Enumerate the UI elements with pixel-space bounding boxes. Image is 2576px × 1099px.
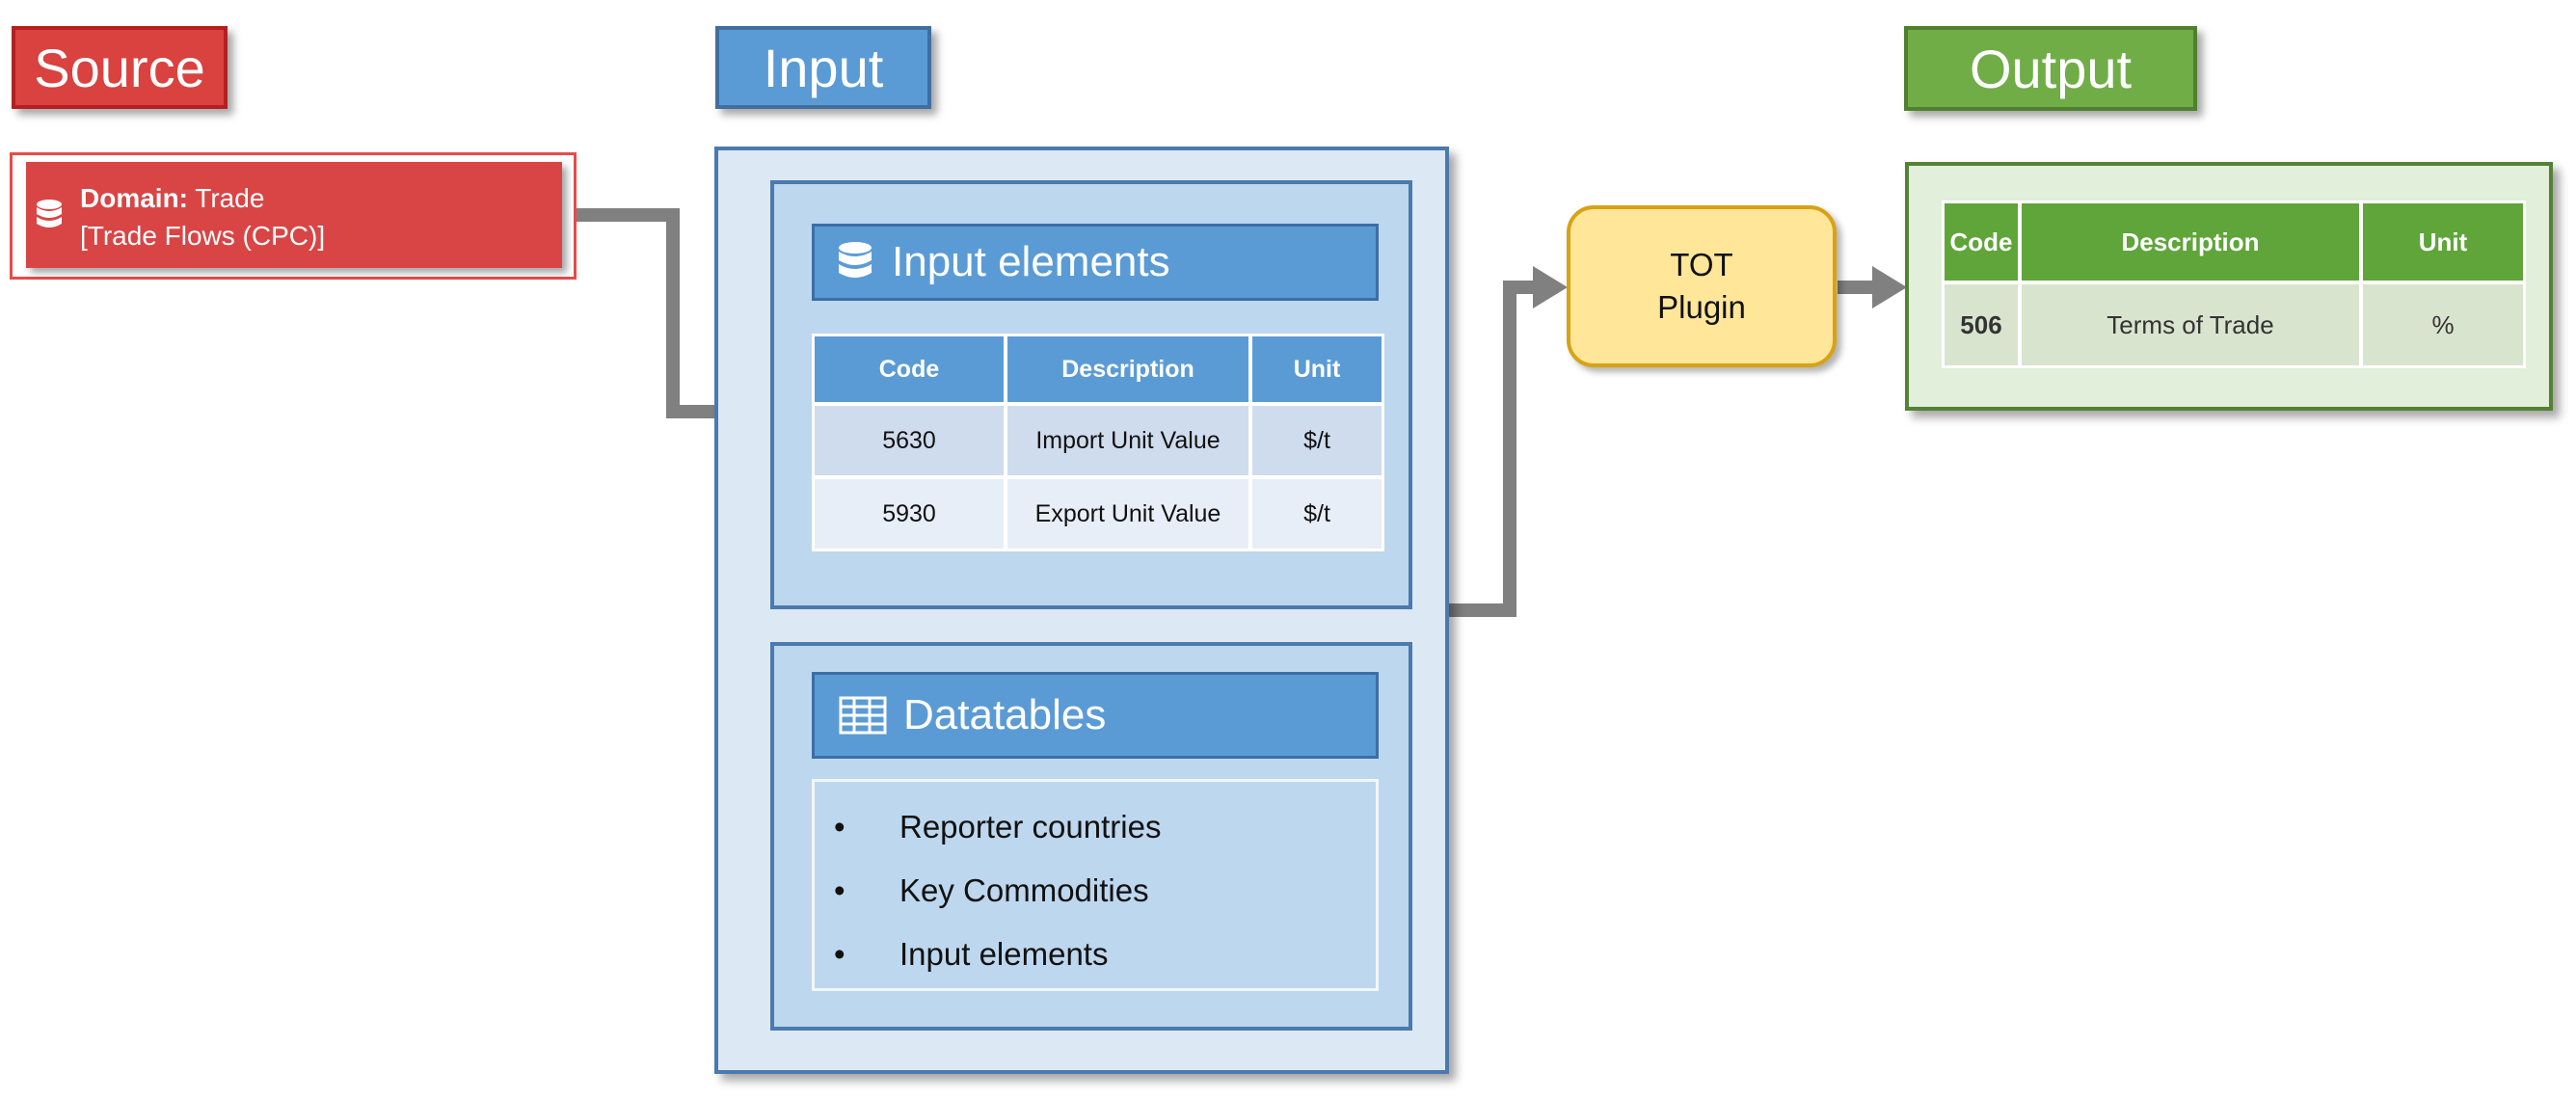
dataset-name: [Trade Flows (CPC)] bbox=[80, 221, 326, 251]
input-elements-title-label: Input elements bbox=[892, 238, 1170, 285]
cell-description: Import Unit Value bbox=[1007, 406, 1248, 475]
datatables-title: Datatables bbox=[812, 672, 1379, 759]
database-icon bbox=[37, 200, 62, 228]
table-icon bbox=[839, 696, 887, 735]
table-row: 506 Terms of Trade % bbox=[1945, 284, 2523, 365]
bullet-mark: • bbox=[834, 872, 845, 908]
plugin-line-1: TOT bbox=[1670, 247, 1733, 282]
column-header-description: Description bbox=[2022, 203, 2359, 281]
plugin-line-2: Plugin bbox=[1657, 289, 1746, 325]
domain-label: Domain: bbox=[80, 183, 188, 213]
output-header: Output bbox=[1904, 26, 2197, 111]
cell-unit: $/t bbox=[1252, 479, 1382, 549]
source-box: Domain: Trade [Trade Flows (CPC)] bbox=[26, 162, 562, 268]
cell-unit: % bbox=[2363, 284, 2523, 365]
cell-unit: $/t bbox=[1252, 406, 1382, 475]
source-header-label: Source bbox=[34, 37, 205, 98]
source-header: Source bbox=[12, 26, 228, 109]
source-text: Domain: Trade [Trade Flows (CPC)] bbox=[80, 179, 325, 255]
datatables-list: • Reporter countries • Key Commodities •… bbox=[812, 779, 1379, 991]
output-header-label: Output bbox=[1969, 38, 2133, 99]
cell-code: 5930 bbox=[815, 479, 1004, 549]
database-icon bbox=[839, 242, 872, 278]
list-item-label: Input elements bbox=[899, 936, 1109, 972]
output-table: Code Description Unit 506 Terms of Trade… bbox=[1942, 201, 2526, 368]
column-header-code: Code bbox=[1945, 203, 2018, 281]
input-elements-title: Input elements bbox=[812, 224, 1379, 301]
datatables-title-label: Datatables bbox=[903, 691, 1107, 738]
input-elements-table: Code Description Unit 5630 Import Unit V… bbox=[812, 334, 1384, 551]
list-item-label: Key Commodities bbox=[899, 872, 1149, 908]
column-header-unit: Unit bbox=[1252, 336, 1382, 402]
domain-value: Trade bbox=[195, 183, 265, 213]
table-row: 5630 Import Unit Value $/t bbox=[815, 406, 1382, 475]
cell-code: 506 bbox=[1945, 284, 2018, 365]
column-header-code: Code bbox=[815, 336, 1004, 402]
column-header-description: Description bbox=[1007, 336, 1248, 402]
bullet-mark: • bbox=[834, 936, 845, 972]
table-row: 5930 Export Unit Value $/t bbox=[815, 479, 1382, 549]
cell-description: Terms of Trade bbox=[2022, 284, 2359, 365]
tot-plugin-box: TOT Plugin bbox=[1567, 205, 1837, 367]
list-item-label: Reporter countries bbox=[899, 809, 1162, 844]
input-to-plugin-arrow bbox=[1448, 281, 1535, 617]
column-header-unit: Unit bbox=[2363, 203, 2523, 281]
cell-code: 5630 bbox=[815, 406, 1004, 475]
source-to-input-arrow bbox=[577, 208, 740, 418]
input-header: Input bbox=[715, 26, 931, 109]
cell-description: Export Unit Value bbox=[1007, 479, 1248, 549]
input-header-label: Input bbox=[763, 37, 884, 98]
bullet-mark: • bbox=[834, 809, 845, 844]
